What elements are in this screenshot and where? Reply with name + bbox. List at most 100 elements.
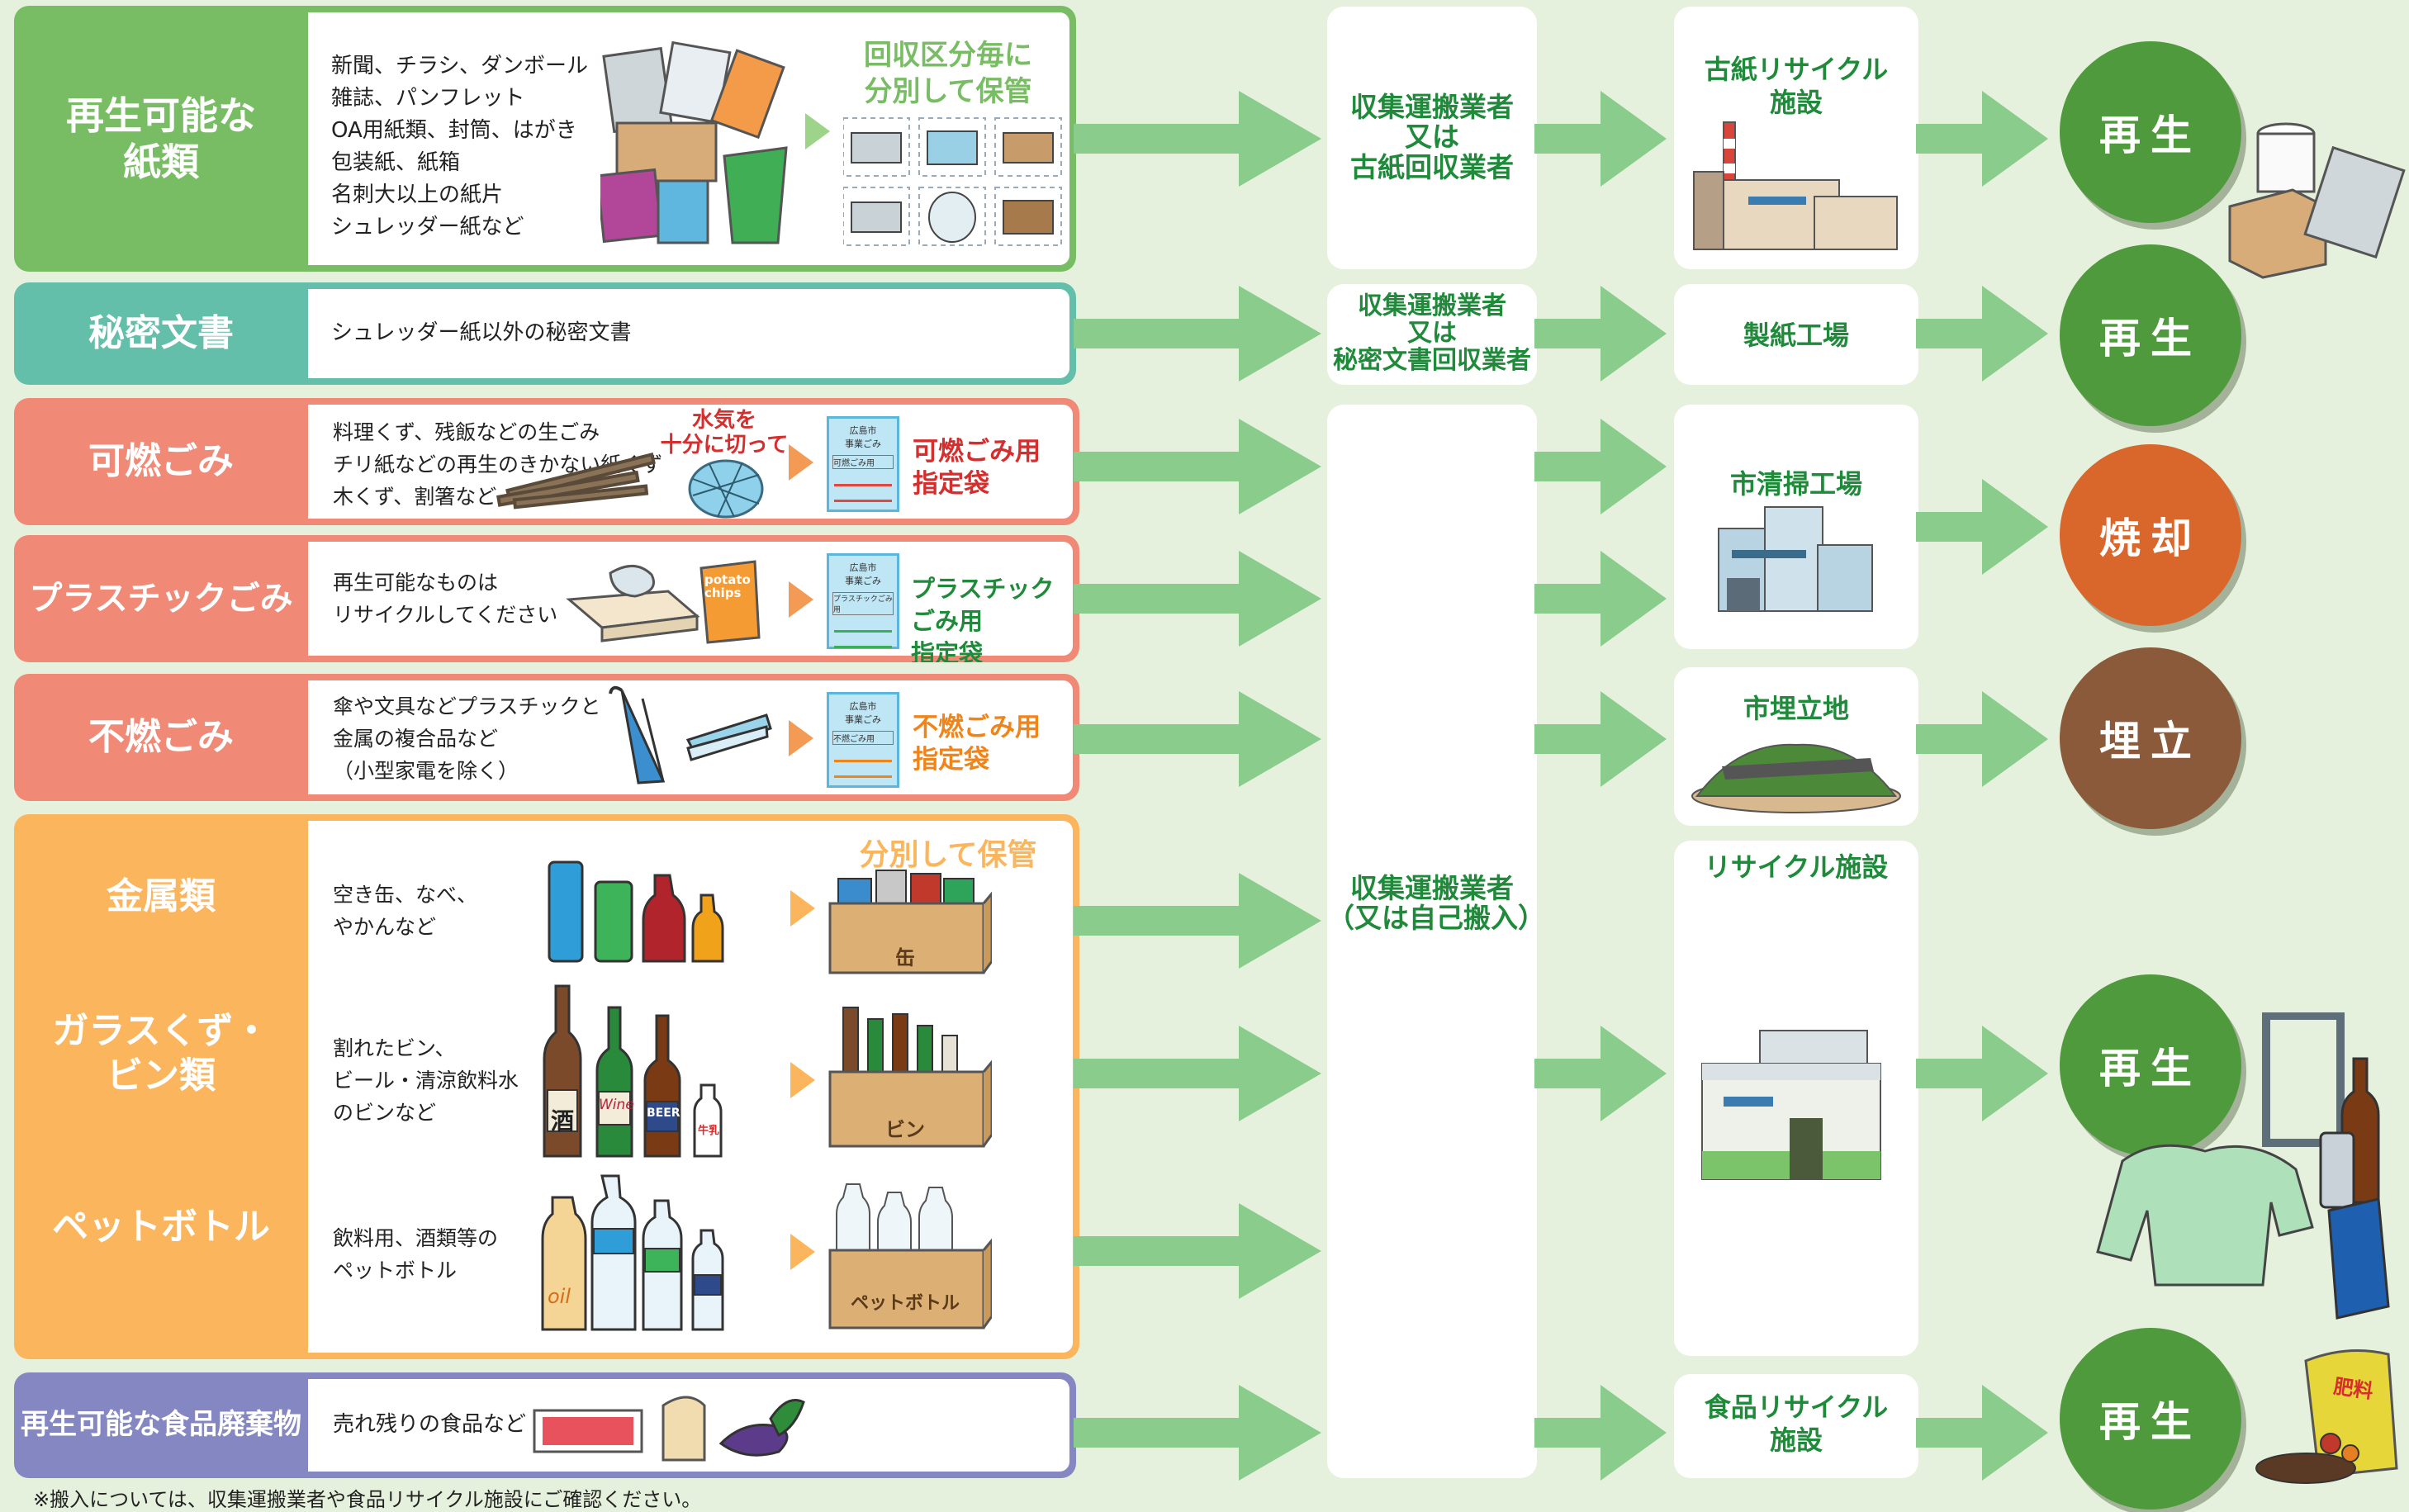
result-recycle-circle: 再生: [2060, 244, 2241, 426]
bag-title: 可燃ごみ用 指定袋: [913, 437, 1041, 499]
category-group-recyclables: 金属類 ガラスくず・ ビン類 ペットボトル 分別して保管 空き缶、なべ、 やかん…: [14, 814, 1079, 1359]
box-label: ビン: [885, 1118, 925, 1141]
category-body: シュレッダー紙以外の秘密文書: [308, 289, 1069, 378]
play-triangle-icon: [789, 444, 813, 481]
recycled-paper-products-illustration: [2228, 122, 2406, 279]
box-label: 缶: [895, 946, 915, 969]
recycling-plant-illustration: [1701, 1030, 1881, 1180]
collector-label: 収集運搬業者 又は 秘密文書回収業者: [1333, 291, 1531, 375]
bag-kind-label: 事業ごみ: [845, 576, 881, 586]
paper-pile-illustration: [600, 40, 788, 244]
result-recycle-circle: 再生: [2060, 41, 2241, 223]
bag-line-label: プラスチックごみ用: [832, 592, 894, 615]
factory-illustration: [1693, 121, 1898, 250]
metal-item-list: 空き缶、なべ、 やかんなど: [333, 879, 477, 943]
can-box-illustration: [828, 870, 992, 974]
play-triangle-icon: [790, 1062, 815, 1098]
facility-label: 古紙リサイクル 施設: [1704, 54, 1889, 118]
list-item: OA用紙類、封筒、はがき: [331, 118, 577, 143]
category-label: 再生可能な 紙類: [66, 92, 256, 184]
paper-item-list: 新聞、チラシ、ダンボール 雑誌、パンフレット OA用紙類、封筒、はがき 包装紙、…: [331, 50, 588, 244]
list-item: 包装紙、紙箱: [331, 150, 461, 175]
bag-illustration: 広島市 事業ごみ プラスチックごみ用: [827, 553, 899, 649]
category-food-waste: 再生可能な食品廃棄物 売れ残りの食品など: [14, 1372, 1076, 1478]
arrows-to-facilities: [1534, 91, 1667, 1481]
list-item: 再生可能なものは: [333, 571, 499, 595]
result-incinerate-circle: 焼却: [2060, 444, 2241, 626]
plant-illustration: [1718, 506, 1873, 612]
category-burnable: 可燃ごみ 料理くず、残飯などの生ごみ チリ紙などの再生のきかない紙くず 木くず、…: [14, 398, 1079, 525]
list-item: やかんなど: [333, 915, 437, 939]
drain-net-illustration: [688, 459, 764, 519]
play-triangle-icon: [790, 1234, 815, 1270]
category-label: 再生可能な食品廃棄物: [21, 1408, 301, 1442]
category-body: 傘や文具などプラスチックと 金属の複合品など （小型家電を除く） 広島市 事業ご…: [308, 680, 1073, 794]
fertilizer-label: 肥料: [2331, 1374, 2375, 1404]
pet-box-illustration: [828, 1183, 992, 1330]
collector-box-secret: [1327, 284, 1537, 385]
umbrella-stapler-illustration: [609, 685, 772, 784]
list-item: 名刺大以上の紙片: [331, 182, 504, 207]
collector-box-paper: [1327, 7, 1537, 269]
bag-title: プラスチックごみ用 指定袋: [911, 575, 1055, 662]
bag-line-label: 不燃ごみ用: [832, 731, 894, 745]
category-non-burnable: 不燃ごみ 傘や文具などプラスチックと 金属の複合品など （小型家電を除く） 広島…: [14, 674, 1079, 801]
arrows-to-results: [1916, 91, 2048, 1481]
category-body: 新聞、チラシ、ダンボール 雑誌、パンフレット OA用紙類、封筒、はがき 包装紙、…: [308, 12, 1069, 265]
list-item: （小型家電を除く）: [333, 759, 519, 783]
bag-city-label: 広島市: [849, 425, 877, 436]
category-secret-documents: 秘密文書 シュレッダー紙以外の秘密文書: [14, 282, 1076, 385]
category-label: 不燃ごみ: [88, 716, 234, 759]
facility-label: 市清掃工場: [1729, 468, 1862, 500]
category-body: 再生可能なものは リサイクルしてください potato chips 広島市 事業…: [308, 542, 1073, 662]
milk-label: 牛乳: [698, 1125, 720, 1137]
bottles-illustration: [543, 984, 723, 1158]
list-item: のビンなど: [333, 1101, 437, 1125]
list-item: 新聞、チラシ、ダンボール: [331, 54, 588, 78]
wood-sticks-illustration: [496, 452, 656, 510]
bag-kind-label: 事業ごみ: [845, 438, 881, 449]
category-label: 秘密文書: [88, 312, 234, 355]
glass-item-list: 割れたビン、 ビール・清涼飲料水 のビンなど: [333, 1032, 519, 1129]
category-label: プラスチックごみ: [29, 579, 293, 618]
play-triangle-icon: [805, 113, 830, 149]
list-item: シュレッダー紙など: [331, 215, 524, 239]
facility-label: 市埋立地: [1743, 693, 1849, 724]
chips-bag-label: potato chips: [704, 572, 751, 600]
facility-cleaning-plant: 市清掃工場: [1674, 405, 1918, 649]
collector-label: 収集運搬業者 （又は自己搬入）: [1327, 872, 1545, 935]
facility-landfill: 市埋立地: [1674, 667, 1918, 826]
sort-store-note: 分別して保管: [859, 838, 1037, 872]
box-label: ペットボトル: [850, 1293, 960, 1314]
category-plastic: プラスチックごみ 再生可能なものは リサイクルしてください potato chi…: [14, 535, 1079, 662]
category-paper: 再生可能な 紙類 新聞、チラシ、ダンボール 雑誌、パンフレット OA用紙類、封筒…: [14, 6, 1076, 272]
facility-label: 製紙工場: [1743, 320, 1849, 351]
collector-label: 収集運搬業者 又は 古紙回収業者: [1350, 91, 1514, 183]
category-label: 可燃ごみ: [88, 440, 234, 483]
play-triangle-icon: [790, 890, 815, 927]
category-body: 分別して保管 空き缶、なべ、 やかんなど 缶 割れたビン、 ビール・清涼飲料水 …: [308, 821, 1073, 1353]
cans-illustration: [548, 860, 724, 963]
plastic-item-list: 再生可能なものは リサイクルしてください: [333, 566, 557, 631]
list-item: 料理くず、残飯などの生ごみ: [333, 420, 600, 444]
bag-illustration: 広島市 事業ごみ 可燃ごみ用: [827, 416, 899, 512]
list-item: シュレッダー紙以外の秘密文書: [331, 320, 632, 345]
facility-paper-recycling: 古紙リサイクル 施設: [1674, 7, 1918, 269]
category-body: 料理くず、残飯などの生ごみ チリ紙などの再生のきかない紙くず 木くず、割箸など …: [308, 405, 1073, 519]
landfill-illustration: [1691, 743, 1901, 813]
drain-water-callout: 水気を 十分に切って: [660, 408, 789, 457]
pet-item-list: 飲料用、酒類等の ペットボトル: [333, 1222, 498, 1287]
result-landfill-circle: 埋立: [2060, 647, 2241, 829]
paper-store-note: 回収区分毎に 分別して保管: [864, 39, 1032, 108]
list-item: 金属の複合品など: [333, 727, 499, 751]
play-triangle-icon: [789, 720, 813, 756]
fertilizer-illustration: [2255, 1349, 2398, 1484]
bag-city-label: 広島市: [849, 701, 877, 712]
bag-city-label: 広島市: [849, 562, 877, 573]
category-body: 売れ残りの食品など: [308, 1379, 1069, 1472]
bag-illustration: 広島市 事業ごみ 不燃ごみ用: [827, 692, 899, 788]
collector-box-general: [1327, 405, 1537, 1478]
arrows-to-collectors: [1074, 91, 1321, 1481]
facility-food-recycling: 食品リサイクル 施設: [1674, 1374, 1918, 1478]
list-item: 飲料用、酒類等の: [333, 1226, 499, 1250]
